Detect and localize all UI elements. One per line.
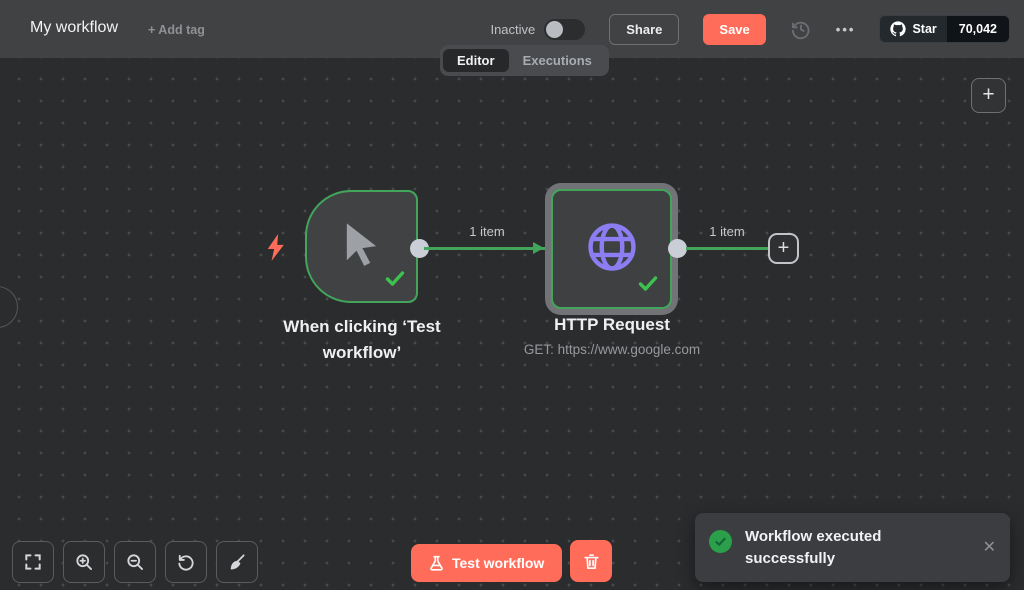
http-node-label: HTTP Request xyxy=(554,315,670,334)
http-output-port[interactable] xyxy=(668,239,687,258)
zoom-in-icon xyxy=(76,554,93,570)
trigger-bolt-icon xyxy=(263,233,288,267)
header-actions: Inactive Share Save ••• Star xyxy=(490,0,1010,58)
save-button[interactable]: Save xyxy=(703,13,766,45)
undo-icon xyxy=(178,554,194,571)
canvas-controls xyxy=(12,541,258,583)
canvas-edge-arc xyxy=(0,286,18,328)
toggle-knob xyxy=(546,20,564,38)
zoom-in-button[interactable] xyxy=(63,541,105,583)
history-icon[interactable] xyxy=(790,18,812,40)
trash-icon xyxy=(583,553,599,569)
toast-message-line1: Workflow executed xyxy=(745,528,882,545)
flask-icon xyxy=(430,555,443,571)
more-options-icon[interactable]: ••• xyxy=(835,21,856,37)
test-workflow-label: Test workflow xyxy=(452,555,545,571)
view-switcher: Editor Executions xyxy=(440,45,609,76)
node-manual-trigger[interactable] xyxy=(305,190,418,303)
delete-button[interactable] xyxy=(570,540,612,582)
trigger-node-label: When clicking ‘Test workflow’ xyxy=(232,314,492,366)
toast-message-line2: successfully xyxy=(745,550,836,567)
connection-line[interactable] xyxy=(686,247,769,250)
connection-items-label: 1 item xyxy=(709,224,745,239)
node-http-request[interactable] xyxy=(551,189,672,309)
connection-arrow xyxy=(533,242,544,254)
share-button[interactable]: Share xyxy=(609,13,680,45)
success-check-icon xyxy=(383,266,407,295)
close-icon[interactable]: ✕ xyxy=(982,539,996,556)
activation-toggle[interactable] xyxy=(544,18,586,40)
add-node-button[interactable]: + xyxy=(971,78,1006,113)
trigger-label-line1: When clicking ‘Test xyxy=(283,317,441,336)
zoom-to-fit-button[interactable] xyxy=(12,541,54,583)
tab-executions[interactable]: Executions xyxy=(522,53,592,68)
github-star-left: Star xyxy=(880,16,947,42)
github-star-label: Star xyxy=(912,22,937,36)
test-workflow-button[interactable]: Test workflow xyxy=(411,544,563,582)
add-next-node-button[interactable]: + xyxy=(768,233,799,264)
tidy-up-button[interactable] xyxy=(216,541,258,583)
fit-view-icon xyxy=(25,554,41,570)
connection-items-label: 1 item xyxy=(469,224,505,239)
workflow-title[interactable]: My workflow xyxy=(30,19,119,36)
http-node-subtitle: GET: https://www.google.com xyxy=(523,342,701,357)
cursor-icon xyxy=(336,218,388,275)
tab-editor[interactable]: Editor xyxy=(443,49,509,72)
toast-message: Workflow executed successfully xyxy=(745,526,881,570)
globe-icon xyxy=(584,219,640,280)
connection-line[interactable] xyxy=(424,247,545,250)
add-tag-button[interactable]: + Add tag xyxy=(148,23,205,37)
trigger-label-line2: workflow’ xyxy=(322,343,402,362)
github-star-button[interactable]: Star 70,042 xyxy=(879,15,1010,43)
trigger-output-port[interactable] xyxy=(410,239,429,258)
zoom-out-button[interactable] xyxy=(114,541,156,583)
github-icon xyxy=(890,21,907,37)
workflow-canvas[interactable]: + 1 item xyxy=(0,58,1024,590)
github-star-count: 70,042 xyxy=(946,16,1009,42)
inactive-label: Inactive xyxy=(490,21,536,37)
zoom-out-icon xyxy=(127,554,143,570)
broom-icon xyxy=(230,554,245,570)
activation-group: Inactive xyxy=(490,18,586,40)
reset-zoom-button[interactable] xyxy=(165,541,207,583)
toast-notification: Workflow executed successfully ✕ xyxy=(695,513,1010,582)
toast-success-icon xyxy=(709,530,732,553)
success-check-icon xyxy=(636,271,660,300)
node-http-request-selection xyxy=(545,183,678,315)
